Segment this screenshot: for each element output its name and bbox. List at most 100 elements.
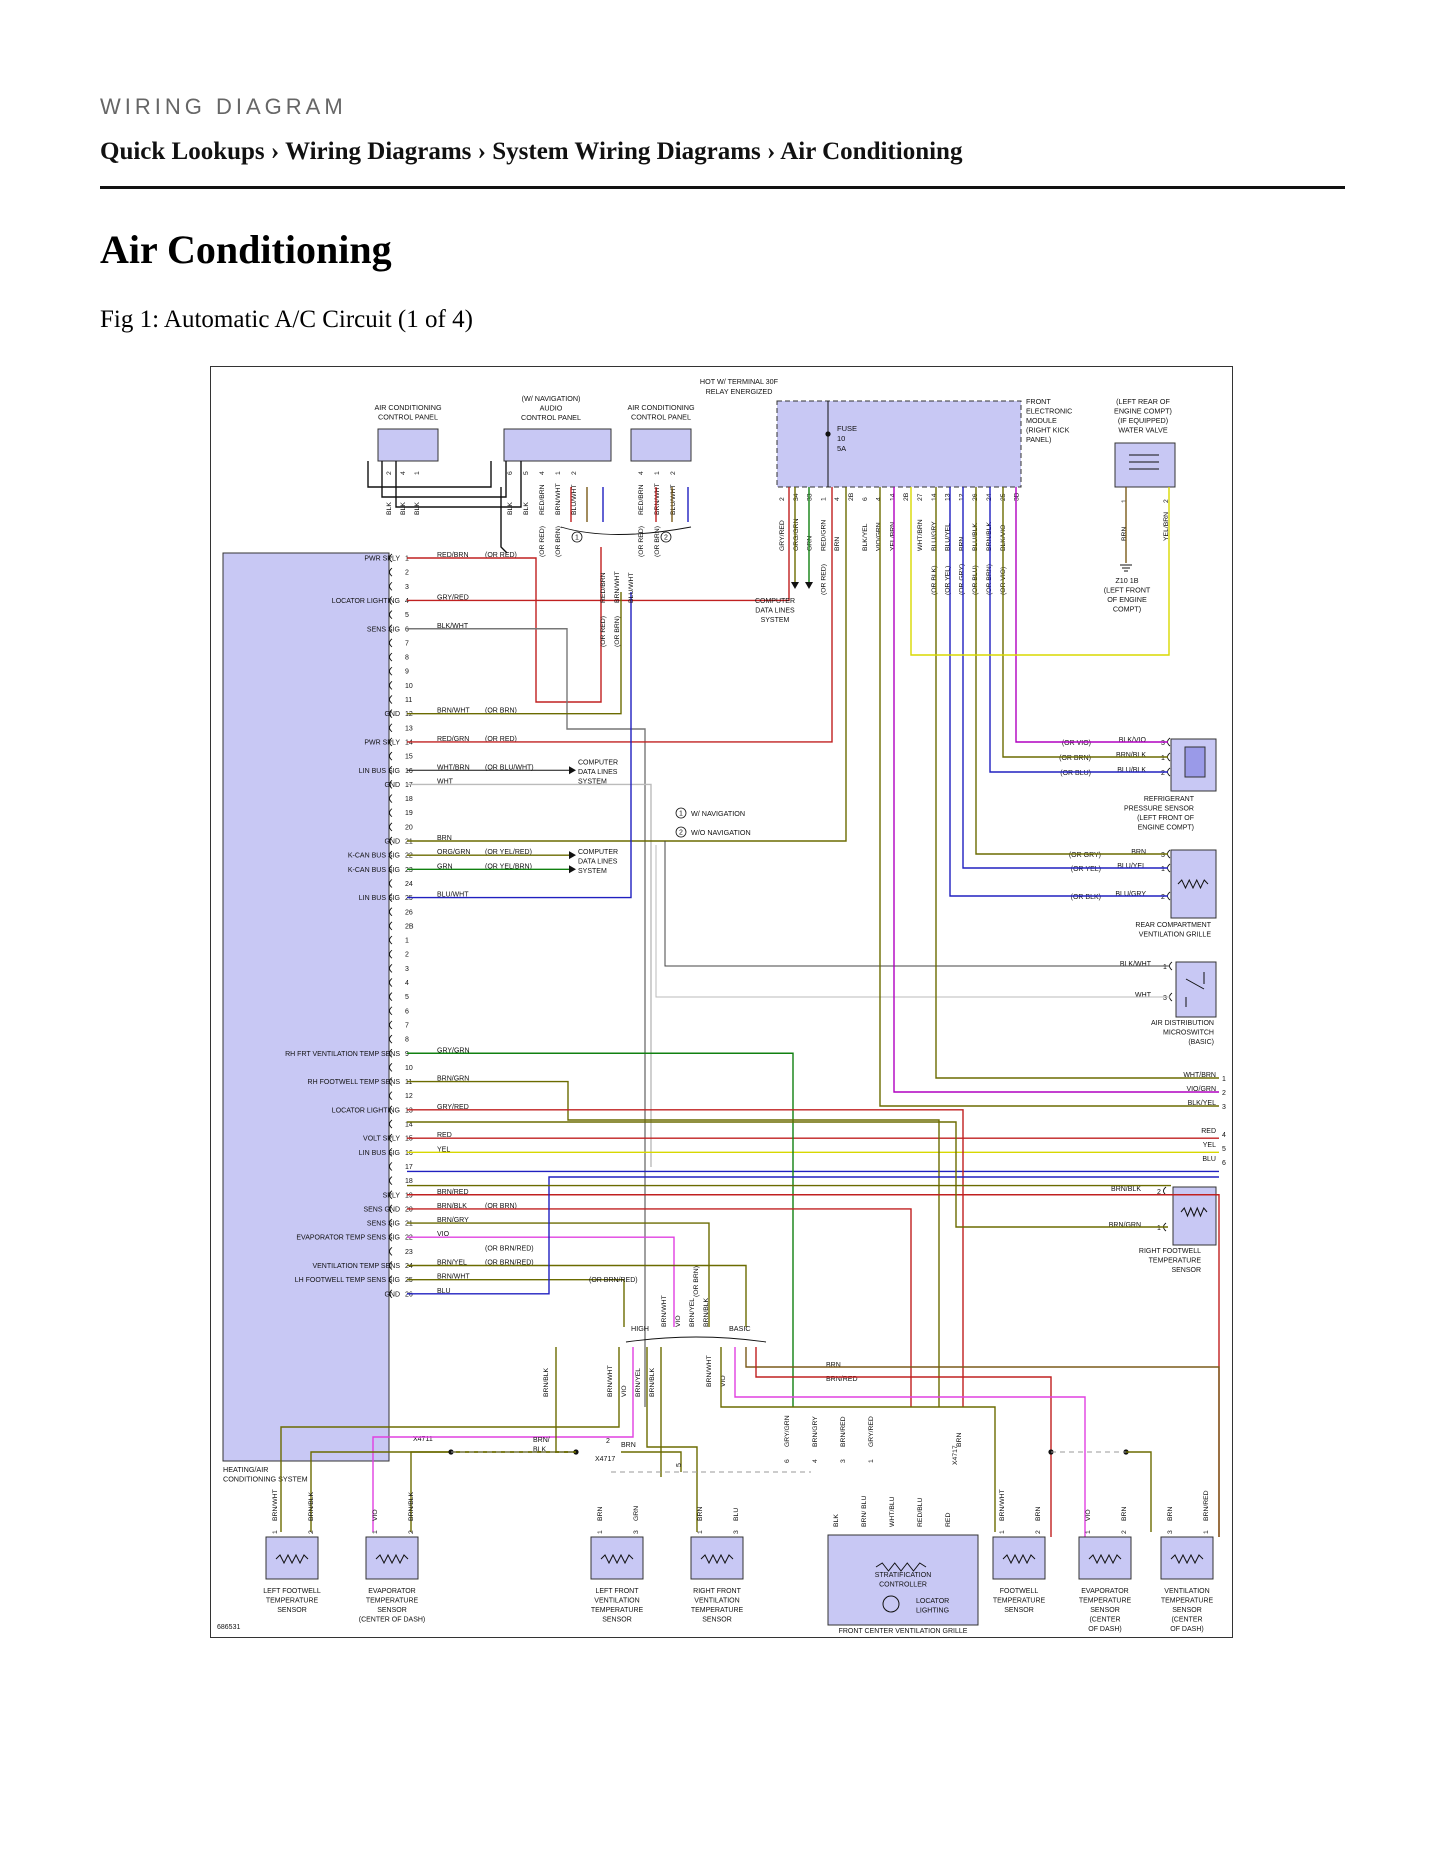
right-footwell-label: TEMPERATURE xyxy=(1149,1258,1202,1265)
wire-brn-basic xyxy=(745,1347,1220,1537)
locator-lighting-label: LIGHTING xyxy=(916,1608,949,1615)
pin-number: 3 xyxy=(633,1530,640,1534)
computer-data-lines-label: COMPUTER xyxy=(578,849,618,856)
hvac-connector-fork xyxy=(389,737,393,747)
breadcrumb-system-wiring-diagrams[interactable]: System Wiring Diagrams xyxy=(492,138,761,165)
hvac-pin-function: GND xyxy=(384,782,400,789)
sensor-resistor xyxy=(1002,1553,1036,1565)
hvac-connector-fork xyxy=(389,1162,393,1171)
computer-data-lines-label: COMPUTER xyxy=(578,759,618,766)
wire-brn-blk xyxy=(1002,487,1168,758)
pin-number: 1 xyxy=(1161,866,1165,873)
hvac-connector-fork xyxy=(389,879,393,888)
hvac-connector-fork xyxy=(389,1091,393,1101)
wire-color-label: BRN xyxy=(697,1507,704,1521)
bottom-temp-sensor xyxy=(992,1536,1046,1580)
water-valve xyxy=(1114,442,1176,488)
valve-pin-number: 2 xyxy=(1163,499,1170,503)
wire-brn-wht-high xyxy=(280,1347,620,1532)
sensor-element xyxy=(1184,746,1206,778)
connector-id-x4711: X4711 xyxy=(413,1436,433,1443)
wire-color-label: BRN/BLK xyxy=(543,1367,550,1397)
ac-control-panel-left xyxy=(377,428,439,462)
hvac-connector-fork xyxy=(389,624,393,634)
wire-gnd-blu xyxy=(407,1176,1219,1295)
pin-number: 3 xyxy=(840,1459,847,1463)
hvac-connector-fork xyxy=(389,1232,393,1242)
breadcrumb: Quick Lookups › Wiring Diagrams › System… xyxy=(100,138,962,166)
wire-gnd-17 xyxy=(407,783,652,1167)
hvac-wire-color: BRN/RED xyxy=(437,1189,469,1196)
pin-number: 1 xyxy=(372,1530,379,1534)
hvac-connector-fork xyxy=(389,808,393,818)
hvac-connector-fork xyxy=(389,1063,393,1072)
pin-number: 1 xyxy=(1157,1225,1161,1232)
microswitch-label: AIR DISTRIBUTION xyxy=(1151,1020,1214,1027)
wire-color-label: BRN/BLK xyxy=(308,1491,315,1521)
wire-locator-2 xyxy=(407,1109,964,1407)
sensor-resistor xyxy=(375,1553,409,1565)
connector-id-x4717: X4717 xyxy=(595,1456,615,1463)
wire-color-label: BLU/GRY xyxy=(931,521,938,551)
stratification-controller-label: STRATIFICATION xyxy=(875,1572,932,1579)
wire-alt-label: (OR BRN) xyxy=(693,1266,700,1297)
fem-pin-number: 13 xyxy=(945,493,952,501)
wire-blu-yel xyxy=(962,487,1168,869)
bottom-sensor-label: TEMPERATURE xyxy=(1079,1598,1132,1605)
hvac-connector-fork xyxy=(389,723,393,733)
hvac-pin-number: 25 xyxy=(405,1277,413,1284)
pin-number: 4 xyxy=(400,471,407,475)
hvac-wire-color: ORG/GRN xyxy=(437,849,470,856)
ground-label: (LEFT FRONT xyxy=(1104,586,1151,595)
breadcrumb-separator: › xyxy=(477,138,486,165)
audio-control-panel-label: (W/ NAVIGATION) xyxy=(522,394,581,403)
breadcrumb-air-conditioning[interactable]: Air Conditioning xyxy=(780,138,963,165)
hvac-connector-fork xyxy=(389,1218,393,1228)
hvac-wire-alt: (OR RED) xyxy=(485,736,517,743)
wire-blk-loop xyxy=(395,461,522,508)
wire-color-label: BRN/WHT xyxy=(999,1489,1006,1521)
legend-text: W/O NAVIGATION xyxy=(691,828,751,837)
wire-gnd-21 xyxy=(407,487,847,842)
wire-color-label: BRN xyxy=(597,1507,604,1521)
breadcrumb-quick-lookups[interactable]: Quick Lookups xyxy=(100,138,265,165)
breadcrumb-wiring-diagrams[interactable]: Wiring Diagrams xyxy=(285,138,472,165)
wire-color-label: BRN/ BLU xyxy=(861,1496,868,1527)
wire-vent-temp xyxy=(407,1264,747,1327)
wire-locator-lighting xyxy=(407,487,790,602)
bottom-sensor-label: TEMPERATURE xyxy=(591,1607,644,1614)
splice-label: BRN/ xyxy=(533,1437,550,1444)
pin-number: 6 xyxy=(784,1459,791,1463)
hvac-connector-fork xyxy=(389,864,393,874)
hvac-pin-function: K-CAN BUS SIG xyxy=(348,853,400,860)
wire-color-label: BRN/RED xyxy=(840,1416,847,1447)
section-eyebrow: WIRING DIAGRAM xyxy=(100,94,347,119)
hvac-connector-fork xyxy=(389,1289,393,1299)
wire-color-label: GRY/RED xyxy=(868,1416,875,1447)
wire-color-label: GRN xyxy=(807,536,814,551)
pin-number: 3 xyxy=(733,1530,740,1534)
hvac-wire-alt: (OR RED) xyxy=(485,552,517,559)
hvac-pin-number: 6 xyxy=(405,626,409,633)
hvac-connector-fork xyxy=(389,1261,393,1270)
bottom-sensor-label: LEFT FOOTWELL xyxy=(263,1588,321,1595)
offsheet-pin-number: 6 xyxy=(1222,1160,1226,1167)
wire-color-label: BRN xyxy=(1167,1507,1174,1521)
legend-mark xyxy=(571,531,583,543)
wire-color-label: VIO xyxy=(675,1315,682,1327)
hvac-pin-number: 17 xyxy=(405,782,413,789)
hvac-wire-color: BLK/WHT xyxy=(437,623,469,630)
hvac-wire-color: BRN/YEL xyxy=(437,1260,467,1267)
pin-number: 3 xyxy=(1161,740,1165,747)
wire-sens-sig xyxy=(407,628,646,1407)
wire-color-label: BRN/WHT xyxy=(661,1295,668,1327)
pin-number: 2 xyxy=(1161,894,1165,901)
hvac-connector-fork xyxy=(389,1077,393,1086)
pin-number: 3 xyxy=(1161,852,1165,859)
fuse-label: 5A xyxy=(837,444,846,453)
wire-color-label: ORG/GRN xyxy=(793,518,800,551)
microswitch-label: MICROSWITCH xyxy=(1163,1030,1214,1037)
wire-color-label: WHT/BLU xyxy=(889,1496,896,1527)
rear-grille-label: VENTILATION GRILLE xyxy=(1139,932,1212,939)
hvac-module-label: CONDITIONING SYSTEM xyxy=(223,1475,308,1484)
